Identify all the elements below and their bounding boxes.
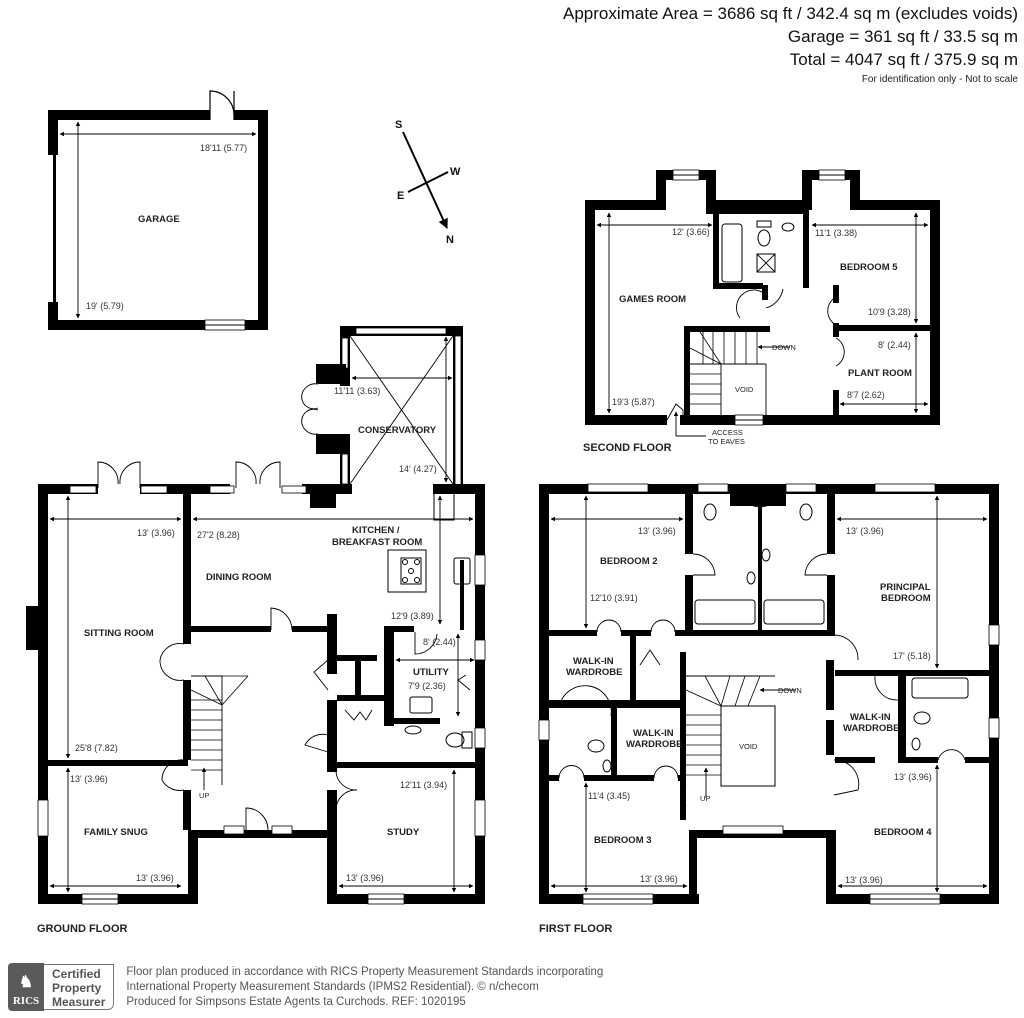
bedroom2-length: 12'10 (3.91) — [590, 593, 638, 603]
ground-stairs-up: UP — [199, 791, 209, 800]
first-floor-stairs-up: UP — [700, 794, 710, 803]
garage-label: GARAGE — [138, 214, 180, 225]
bedroom5-length: 10'9 (3.28) — [868, 307, 911, 317]
sitting-room-label: SITTING ROOM — [84, 628, 154, 639]
disclaimer-text: For identification only - Not to scale — [861, 74, 1018, 85]
footer-line-2: International Property Measurement Stand… — [126, 980, 539, 993]
conservatory-length: 14' (4.27) — [399, 464, 437, 474]
bedroom2-width: 13' (3.96) — [638, 526, 676, 536]
bedroom3-label: BEDROOM 3 — [594, 835, 652, 846]
wardrobe2-label-2: WARDROBE — [626, 739, 682, 750]
principal-length: 17' (5.18) — [893, 651, 931, 661]
second-floor-title: SECOND FLOOR — [583, 442, 672, 454]
kitchen-label-2: BREAKFAST ROOM — [332, 537, 422, 548]
bedroom4-length: 13' (3.96) — [894, 772, 932, 782]
garage-plan — [48, 90, 268, 331]
bedroom4-label: BEDROOM 4 — [874, 827, 932, 838]
bedroom3-width: 13' (3.96) — [640, 874, 678, 884]
conservatory-width: 11'11 (3.63) — [334, 386, 380, 396]
second-floor-void-label: VOID — [735, 385, 754, 394]
sitting-room-width: 13' (3.96) — [137, 528, 175, 538]
bedroom3-length: 11'4 (3.45) — [588, 791, 630, 801]
bedroom2-label: BEDROOM 2 — [600, 556, 658, 567]
badge-line-1: Certified — [52, 967, 101, 981]
plant-room-length: 8' (2.44) — [878, 340, 911, 350]
garage-width: 18'11 (5.77) — [200, 143, 247, 153]
approx-area-text: Approximate Area = 3686 sq ft / 342.4 sq… — [563, 4, 1018, 23]
eaves-access-label-1: ACCESS — [712, 428, 743, 437]
rics-lion-icon: ♞ — [18, 974, 34, 991]
second-floor-plan — [585, 169, 940, 437]
games-room-length: 19'3 (5.87) — [612, 397, 655, 407]
footer-line-1: Floor plan produced in accordance with R… — [126, 965, 604, 978]
second-floor-stairs-down: DOWN — [772, 343, 796, 352]
badge-line-2: Property — [52, 981, 102, 995]
first-floor-void-label: VOID — [739, 742, 758, 751]
footer-line-3: Produced for Simpsons Estate Agents ta C… — [126, 995, 466, 1008]
wardrobe3-label-1: WALK-IN — [850, 712, 891, 723]
total-area-text: Total = 4047 sq ft / 375.9 sq m — [789, 50, 1018, 69]
badge-line-3: Measurer — [52, 995, 106, 1009]
bedroom5-label: BEDROOM 5 — [840, 262, 898, 273]
certified-measurer-badge: Certified Property Measurer — [44, 964, 115, 1010]
study-label: STUDY — [387, 827, 420, 838]
first-floor-title: FIRST FLOOR — [539, 923, 612, 935]
dining-room-label: DINING ROOM — [206, 572, 272, 583]
compass-e: E — [397, 190, 404, 202]
games-room-width: 12' (3.66) — [672, 227, 710, 237]
wardrobe1-label-2: WARDROBE — [566, 667, 622, 678]
principal-label-1: PRINCIPAL — [880, 582, 931, 593]
wardrobe2-label-1: WALK-IN — [633, 728, 674, 739]
bedroom5-width: 11'1 (3.38) — [815, 228, 857, 238]
family-snug-length: 13' (3.96) — [70, 774, 108, 784]
compass-s: S — [395, 119, 402, 131]
study-width: 13' (3.96) — [346, 873, 384, 883]
sitting-room-length: 25'8 (7.82) — [75, 743, 118, 753]
principal-width: 13' (3.96) — [846, 526, 884, 536]
plant-room-label: PLANT ROOM — [848, 368, 912, 379]
utility-width: 7'9 (2.36) — [408, 681, 446, 691]
dining-width: 27'2 (8.28) — [197, 530, 240, 540]
conservatory-label: CONSERVATORY — [358, 425, 437, 436]
principal-label-2: BEDROOM — [881, 593, 931, 604]
footer-notes: Floor plan produced in accordance with R… — [126, 965, 603, 1010]
ground-floor-plan — [26, 326, 486, 905]
rics-logo: ♞ RICS — [8, 963, 44, 1011]
compass-n: N — [446, 234, 454, 246]
games-room-label: GAMES ROOM — [619, 294, 686, 305]
kitchen-depth: 12'9 (3.89) — [391, 611, 434, 621]
study-length: 12'11 (3.94) — [400, 780, 447, 790]
garage-area-text: Garage = 361 sq ft / 33.5 sq m — [787, 27, 1018, 46]
ground-floor-title: GROUND FLOOR — [37, 923, 127, 935]
family-snug-width: 13' (3.96) — [136, 873, 174, 883]
compass-icon — [402, 131, 449, 229]
rics-logo-text: RICS — [12, 995, 40, 1007]
utility-label: UTILITY — [413, 667, 450, 678]
plant-room-width: 8'7 (2.62) — [847, 390, 885, 400]
wardrobe1-label-1: WALK-IN — [573, 656, 614, 667]
family-snug-label: FAMILY SNUG — [84, 827, 148, 838]
garage-length: 19' (5.79) — [86, 301, 124, 311]
wardrobe3-label-2: WARDROBE — [843, 723, 899, 734]
first-floor-stairs-down: DOWN — [778, 686, 802, 695]
footer: ♞ RICS Certified Property Measurer Floor… — [8, 962, 603, 1012]
utility-length: 8' (2.44) — [423, 637, 456, 647]
compass-w: W — [450, 166, 461, 178]
area-summary: Approximate Area = 3686 sq ft / 342.4 sq… — [563, 2, 1018, 87]
first-floor-plan — [538, 483, 1000, 905]
bedroom4-width: 13' (3.96) — [845, 875, 883, 885]
eaves-access-label-2: TO EAVES — [708, 437, 745, 446]
kitchen-label-1: KITCHEN / — [352, 525, 400, 536]
